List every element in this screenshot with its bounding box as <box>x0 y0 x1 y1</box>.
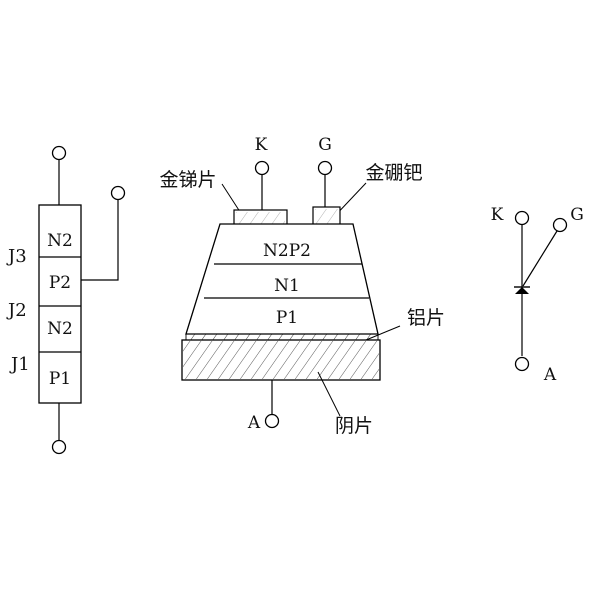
symbol-anode-terminal <box>514 356 530 372</box>
aluminum-plate-leader <box>365 325 401 341</box>
stack-body <box>38 204 82 404</box>
layer-label-n1: N1 <box>274 276 300 296</box>
gate-terminal <box>110 185 126 201</box>
gate-terminal-top <box>317 160 333 176</box>
gate-lead <box>81 200 119 281</box>
cathode-plate-texture <box>183 341 379 379</box>
symbol-diode-triangle <box>515 287 529 294</box>
device-cross-section: K G 金锑片 金硼钯 N2P2 N1 P1 铝片 阴片 <box>159 135 445 437</box>
symbol-gate-terminal <box>552 217 568 233</box>
gate-label: G <box>318 135 332 155</box>
symbol-cathode-terminal <box>514 210 530 226</box>
cathode-label: K <box>255 135 268 155</box>
bottom-terminal <box>51 439 67 455</box>
symbol-gate-label: G <box>570 205 584 225</box>
symbol-anode-label: A <box>543 365 557 385</box>
layer-label-n2-top: N2 <box>47 231 73 251</box>
cathode-plate-label: 阴片 <box>335 415 373 437</box>
pnpn-layer-stack: N2 P2 N2 P1 J3 J2 J1 <box>6 145 126 455</box>
cathode-plate-leader <box>317 371 341 417</box>
layer-label-p1-section: P1 <box>276 308 298 328</box>
top-terminal <box>51 145 67 161</box>
boron-palladium-label: 金硼钯 <box>365 162 422 184</box>
anode-label: A <box>247 413 261 433</box>
thyristor-symbol: K G A <box>491 205 584 385</box>
junction-label-j2: J2 <box>6 300 27 321</box>
junction-label-j1: J1 <box>9 354 30 375</box>
symbol-cathode-label: K <box>491 205 504 225</box>
junction-label-j3: J3 <box>6 246 27 267</box>
symbol-gate-lead <box>522 230 558 287</box>
aluminum-plate-label: 铝片 <box>407 307 445 329</box>
cathode-terminal <box>254 160 270 176</box>
antimony-plate-label: 金锑片 <box>159 169 216 191</box>
layer-label-p2: P2 <box>49 273 71 293</box>
layer-label-p1: P1 <box>49 369 71 389</box>
layer-label-n2-bottom: N2 <box>47 319 73 339</box>
anode-terminal <box>264 413 280 429</box>
layer-label-n2p2: N2P2 <box>263 241 311 261</box>
